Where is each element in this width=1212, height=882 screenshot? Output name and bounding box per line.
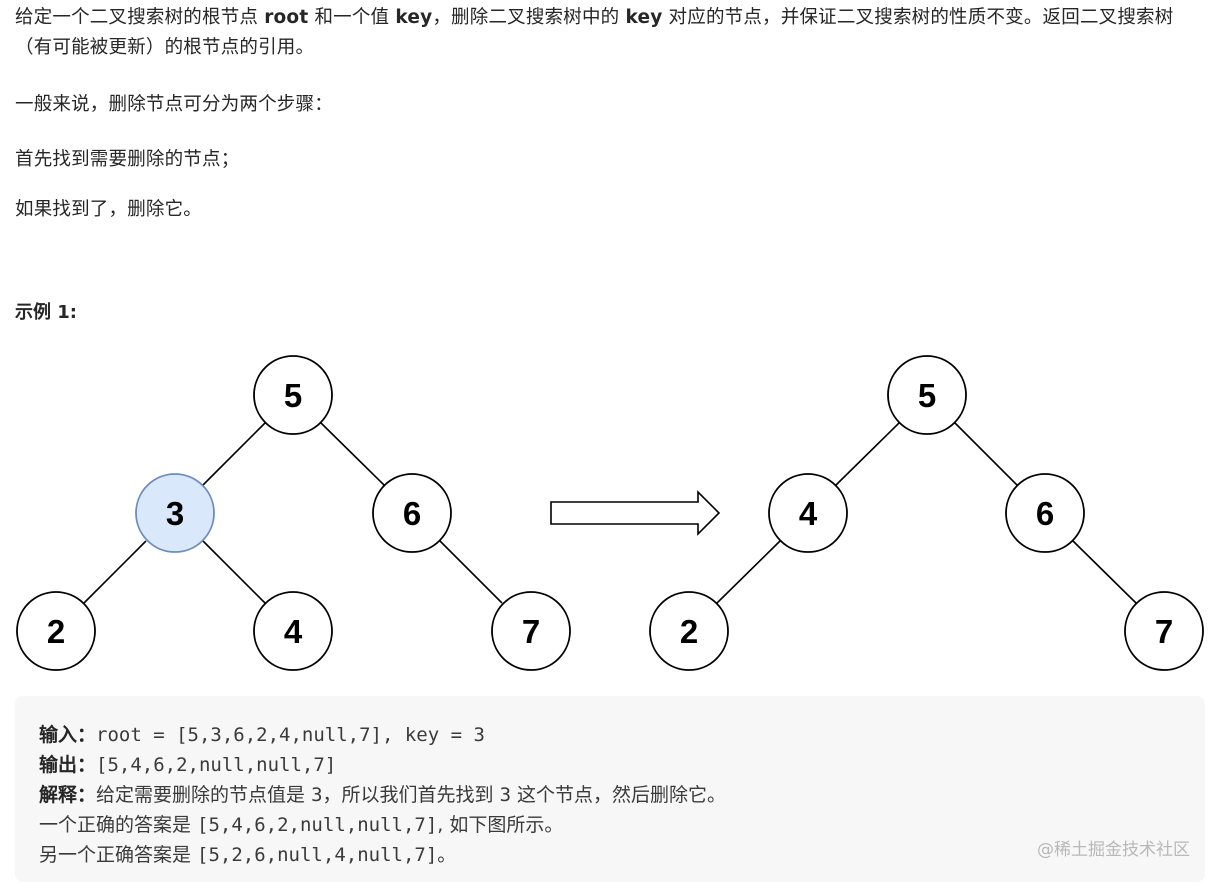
tree-before-node-6: 6 <box>372 473 452 553</box>
correct-answer-line: 一个正确的答案是 [5,4,6,2,null,null,7], 如下图所示。 <box>39 814 564 836</box>
example-code-block: 输入：root = [5,3,6,2,4,null,7], key = 3 输出… <box>15 696 1205 882</box>
problem-description: 给定一个二叉搜索树的根节点 root 和一个值 key，删除二叉搜索树中的 ke… <box>15 7 1174 58</box>
tree-after-node-4: 4 <box>768 473 848 553</box>
tree-after-node-7: 7 <box>1124 591 1204 671</box>
tree-after <box>716 422 1137 604</box>
tree-after-node-6: 6 <box>1005 473 1085 553</box>
node-label: 4 <box>799 495 818 532</box>
tree-after-node-2: 2 <box>649 591 729 671</box>
watermark: @稀土掘金技术社区 <box>1037 840 1190 860</box>
input-line: 输入：root = [5,3,6,2,4,null,7], key = 3 <box>39 720 485 750</box>
alternative-answer-line: 另一个正确答案是 [5,2,6,null,4,null,7]。 <box>39 844 457 866</box>
node-label: 7 <box>1155 613 1173 650</box>
tree-before <box>83 422 503 604</box>
node-label: 4 <box>284 613 303 650</box>
bst-deletion-diagram: 5 3 6 2 4 7 5 4 6 2 7 <box>16 355 1204 671</box>
tree-before-node-5: 5 <box>253 355 333 435</box>
node-label: 2 <box>47 613 65 650</box>
step-2: 如果找到了，删除它。 <box>15 199 203 220</box>
tree-after-node-5: 5 <box>887 355 967 435</box>
transform-arrow-icon <box>550 490 721 536</box>
key-keyword-2: key <box>625 7 663 28</box>
example-title: 示例 1: <box>15 302 77 323</box>
output-value: [5,4,6,2,null,null,7] <box>96 754 337 776</box>
node-label: 2 <box>680 613 698 650</box>
node-label: 6 <box>1036 495 1054 532</box>
tree-before-node-2: 2 <box>16 591 96 671</box>
node-label: 5 <box>284 377 302 414</box>
node-label: 7 <box>522 613 540 650</box>
tree-before-node-7: 7 <box>491 591 571 671</box>
tree-before-node-4: 4 <box>253 591 333 671</box>
input-value: root = [5,3,6,2,4,null,7], key = 3 <box>96 724 485 746</box>
node-label: 5 <box>918 377 936 414</box>
input-label: 输入： <box>39 724 97 746</box>
step-1: 首先找到需要删除的节点； <box>15 149 240 170</box>
node-label: 6 <box>403 495 421 532</box>
output-label: 输出： <box>39 754 97 776</box>
key-keyword: key <box>395 7 433 28</box>
explanation-line: 解释：给定需要删除的节点值是 3，所以我们首先找到 3 这个节点，然后删除它。 <box>39 784 727 806</box>
output-line: 输出：[5,4,6,2,null,null,7] <box>39 750 336 780</box>
explanation-label: 解释： <box>39 784 97 806</box>
steps-intro: 一般来说，删除节点可分为两个步骤： <box>15 94 333 115</box>
root-keyword: root <box>264 7 309 28</box>
tree-before-node-3-highlighted: 3 <box>135 473 215 553</box>
node-label: 3 <box>166 495 184 532</box>
